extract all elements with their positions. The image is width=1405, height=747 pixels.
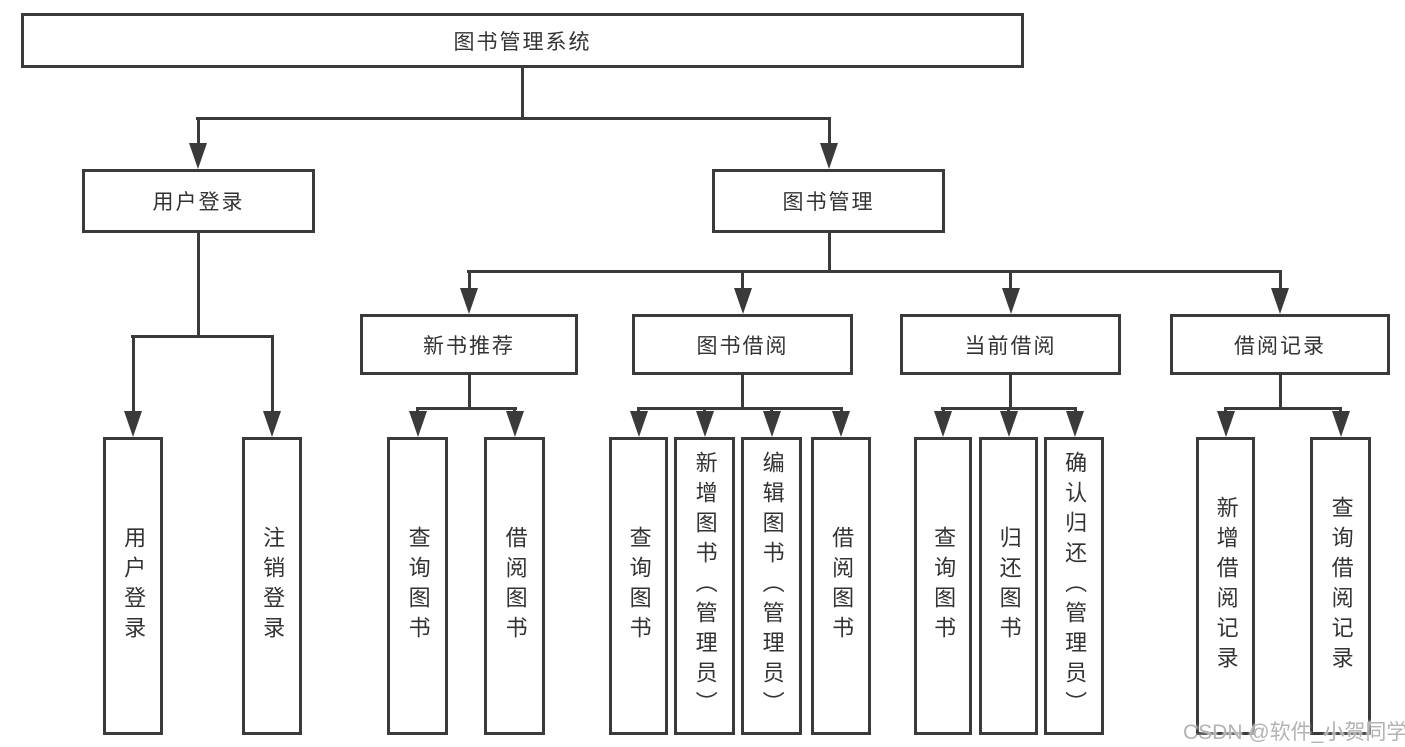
leaf-user-login: 用户登录: [103, 437, 163, 735]
connector-hline: [467, 270, 1282, 273]
connector-vline: [827, 233, 831, 272]
connector-hline: [196, 117, 831, 120]
connector-stem: [467, 271, 471, 290]
node-current-borrowing: 当前借阅: [900, 314, 1121, 375]
connector-stem: [1224, 408, 1227, 413]
leaf-return-book: 归还图书: [979, 437, 1038, 735]
connector-stem: [270, 336, 274, 413]
watermark-text: CSDN @软件_小贺同学: [1183, 721, 1405, 744]
leaf-confirm-return-admin: 确认归还（管理员）: [1044, 437, 1104, 735]
leaf-edit-book-admin: 编辑图书（管理员）: [741, 437, 802, 735]
connector-stem: [637, 408, 640, 413]
connector-vline: [467, 375, 471, 408]
node-user-login: 用户登录: [82, 169, 315, 233]
arrow-down-icon: [1066, 411, 1084, 437]
leaf-label: 新增图书（管理员）: [692, 451, 718, 721]
arrow-down-icon: [934, 411, 952, 437]
connector-stem: [839, 408, 843, 413]
arrow-down-icon: [999, 411, 1018, 437]
leaf-label: 编辑图书（管理员）: [759, 451, 785, 721]
arrow-down-icon: [1216, 411, 1235, 437]
connector-stem: [513, 408, 516, 413]
node-label: 当前借阅: [964, 334, 1057, 358]
arrow-down-icon: [820, 143, 838, 169]
node-label: 新书推荐: [423, 334, 515, 358]
node-label: 借阅记录: [1234, 334, 1326, 358]
arrow-down-icon: [762, 411, 781, 437]
connector-vline: [1009, 375, 1012, 408]
node-book-borrowing: 图书借阅: [632, 314, 853, 375]
connector-hline: [637, 407, 843, 410]
arrow-down-icon: [263, 411, 281, 437]
leaf-query-books-current: 查询图书: [914, 437, 972, 735]
connector-stem: [1073, 408, 1077, 413]
leaf-borrow-books-recommend: 借阅图书: [484, 437, 545, 735]
leaf-label: 查询图书: [626, 526, 652, 646]
connector-stem: [416, 408, 419, 413]
connector-stem: [196, 118, 200, 145]
arrow-down-icon: [695, 411, 714, 437]
connector-stem: [941, 408, 945, 413]
leaf-label: 借阅图书: [502, 526, 528, 646]
leaf-label: 借阅图书: [829, 526, 855, 646]
leaf-label: 查询图书: [931, 526, 957, 646]
connector-stem: [131, 336, 135, 413]
arrow-down-icon: [733, 288, 752, 314]
node-label: 图书管理系统: [453, 30, 592, 54]
connector-vline: [196, 233, 200, 337]
connector-stem: [1009, 271, 1012, 290]
leaf-label: 用户登录: [121, 526, 147, 646]
node-label: 用户登录: [152, 191, 245, 214]
connector-hline: [416, 407, 517, 410]
connector-stem: [827, 118, 831, 145]
connector-stem: [1278, 271, 1282, 290]
arrow-down-icon: [1331, 411, 1350, 437]
connector-vline: [741, 375, 744, 408]
connector-vline: [520, 68, 524, 118]
leaf-add-book-admin: 新增图书（管理员）: [674, 437, 735, 735]
connector-vline: [1278, 375, 1282, 408]
connector-hline: [131, 335, 274, 338]
leaf-label: 归还图书: [996, 526, 1022, 646]
connector-stem: [1007, 408, 1010, 413]
leaf-query-books-recommend: 查询图书: [387, 437, 448, 735]
arrow-down-icon: [1001, 288, 1020, 314]
leaf-add-borrow-record: 新增借阅记录: [1196, 437, 1255, 735]
arrow-down-icon: [832, 411, 850, 437]
leaf-borrow-books: 借阅图书: [811, 437, 871, 735]
node-book-management: 图书管理: [712, 169, 945, 233]
leaf-label: 新增借阅记录: [1213, 496, 1239, 676]
node-borrowing-records: 借阅记录: [1170, 314, 1390, 375]
leaf-label: 查询借阅记录: [1328, 496, 1354, 676]
leaf-query-borrow-record: 查询借阅记录: [1310, 437, 1371, 735]
arrow-down-icon: [1271, 288, 1289, 314]
leaf-query-books-borrowing: 查询图书: [609, 437, 668, 735]
node-label: 图书借阅: [696, 334, 789, 358]
leaf-label: 注销登录: [260, 526, 286, 646]
connector-stem: [741, 271, 744, 290]
leaf-label: 查询图书: [405, 526, 431, 646]
leaf-label: 确认归还（管理员）: [1062, 451, 1088, 721]
arrow-down-icon: [629, 411, 648, 437]
arrow-down-icon: [505, 411, 524, 437]
connector-stem: [770, 408, 773, 413]
arrow-down-icon: [460, 288, 478, 314]
arrow-down-icon: [124, 411, 142, 437]
connector-stem: [703, 408, 706, 413]
connector-hline: [1224, 407, 1342, 410]
connector-stem: [1339, 408, 1342, 413]
node-label: 图书管理: [782, 191, 875, 214]
node-root-library-system: 图书管理系统: [21, 13, 1024, 68]
arrow-down-icon: [189, 143, 207, 169]
node-new-book-recommend: 新书推荐: [360, 314, 578, 375]
arrow-down-icon: [408, 411, 427, 437]
leaf-logout: 注销登录: [242, 437, 302, 735]
